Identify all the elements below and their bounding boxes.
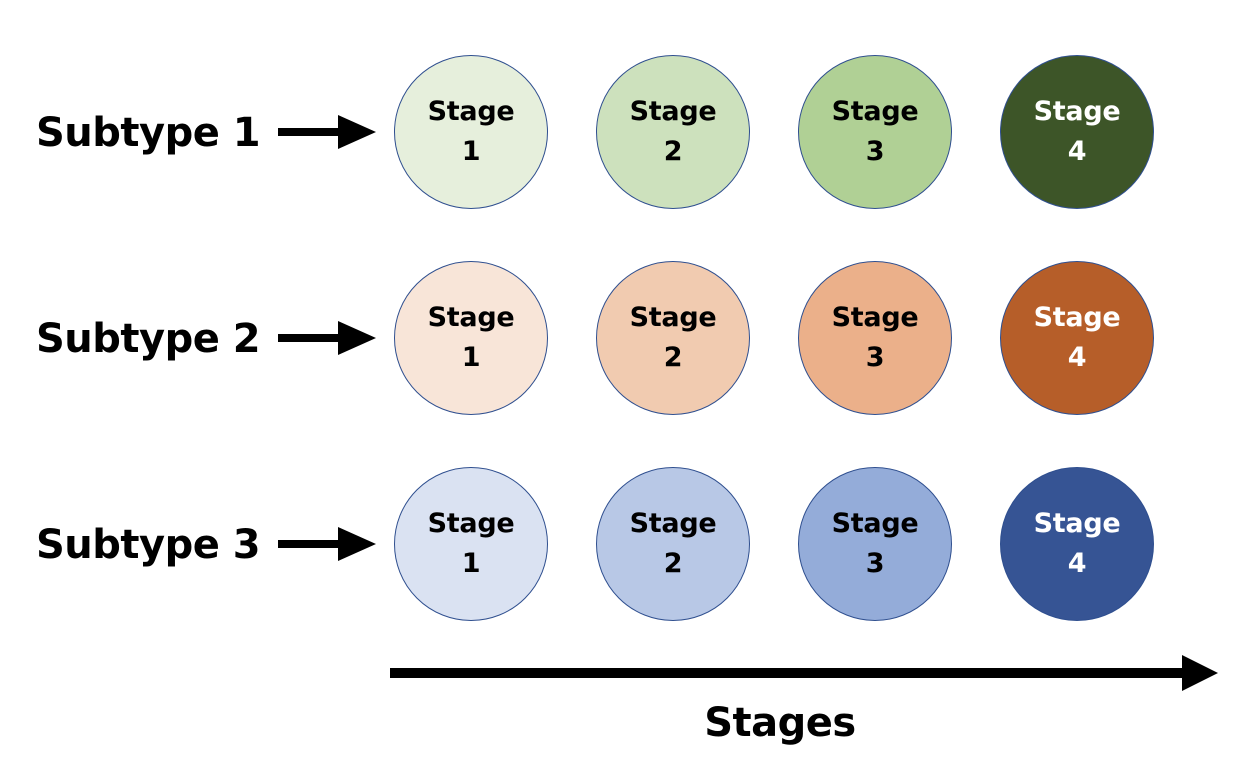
stage-word: Stage bbox=[1033, 96, 1121, 127]
stage-word: Stage bbox=[427, 96, 515, 127]
subtype-row-1: Subtype 1 Stage 1 Stage 2 Stage 3 Stage … bbox=[0, 52, 1246, 212]
stage-circle-subtype1-stage1: Stage 1 bbox=[394, 55, 548, 209]
stage-word: Stage bbox=[831, 508, 919, 539]
stage-word: Stage bbox=[831, 302, 919, 333]
subtype-label-2: Subtype 2 bbox=[36, 316, 261, 362]
stage-number: 3 bbox=[865, 548, 885, 579]
stage-number: 4 bbox=[1067, 342, 1087, 373]
stage-number: 4 bbox=[1067, 548, 1087, 579]
stage-number: 2 bbox=[663, 548, 683, 579]
stage-word: Stage bbox=[629, 508, 717, 539]
row-arrow-3 bbox=[278, 527, 376, 561]
stage-circle-subtype1-stage3: Stage 3 bbox=[798, 55, 952, 209]
subtype-label-3: Subtype 3 bbox=[36, 522, 261, 568]
stage-circle-subtype3-stage1: Stage 1 bbox=[394, 467, 548, 621]
stage-word: Stage bbox=[427, 302, 515, 333]
stage-circle-subtype2-stage1: Stage 1 bbox=[394, 261, 548, 415]
stage-word: Stage bbox=[629, 96, 717, 127]
stage-number: 3 bbox=[865, 136, 885, 167]
subtype-row-2: Subtype 2 Stage 1 Stage 2 Stage 3 Stage … bbox=[0, 258, 1246, 418]
stage-circle-subtype3-stage2: Stage 2 bbox=[596, 467, 750, 621]
subtype-label-1: Subtype 1 bbox=[36, 110, 261, 156]
stage-number: 4 bbox=[1067, 136, 1087, 167]
stage-number: 3 bbox=[865, 342, 885, 373]
stage-circle-subtype2-stage2: Stage 2 bbox=[596, 261, 750, 415]
stage-circle-subtype2-stage3: Stage 3 bbox=[798, 261, 952, 415]
stage-word: Stage bbox=[1033, 508, 1121, 539]
stage-number: 1 bbox=[461, 548, 481, 579]
row-arrow-2 bbox=[278, 321, 376, 355]
row-arrow-1 bbox=[278, 115, 376, 149]
stage-circle-subtype1-stage4: Stage 4 bbox=[1000, 55, 1154, 209]
stage-word: Stage bbox=[629, 302, 717, 333]
stage-number: 1 bbox=[461, 136, 481, 167]
stage-circle-subtype3-stage3: Stage 3 bbox=[798, 467, 952, 621]
stage-circle-subtype2-stage4: Stage 4 bbox=[1000, 261, 1154, 415]
stage-number: 1 bbox=[461, 342, 481, 373]
stage-circle-subtype1-stage2: Stage 2 bbox=[596, 55, 750, 209]
stage-word: Stage bbox=[831, 96, 919, 127]
stage-word: Stage bbox=[1033, 302, 1121, 333]
stage-number: 2 bbox=[663, 342, 683, 373]
stage-circle-subtype3-stage4: Stage 4 bbox=[1000, 467, 1154, 621]
stages-axis-label: Stages bbox=[704, 700, 856, 746]
stage-word: Stage bbox=[427, 508, 515, 539]
stage-number: 2 bbox=[663, 136, 683, 167]
stages-axis-arrow bbox=[390, 655, 1218, 691]
subtype-row-3: Subtype 3 Stage 1 Stage 2 Stage 3 Stage … bbox=[0, 464, 1246, 624]
